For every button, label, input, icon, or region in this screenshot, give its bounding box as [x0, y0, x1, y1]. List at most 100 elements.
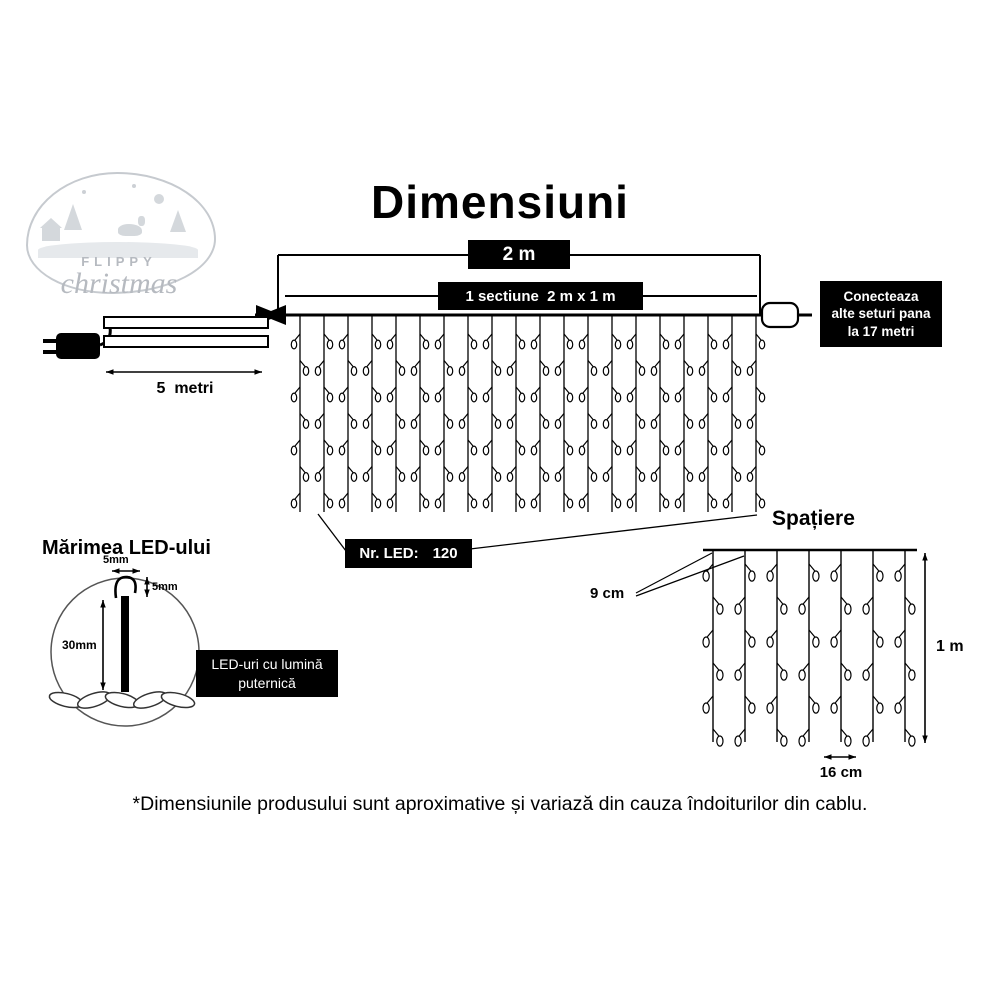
led-bulb [422, 445, 430, 456]
led-bulb [422, 498, 430, 509]
led-stem [534, 439, 541, 447]
led-bulb [410, 366, 418, 377]
twisted-cable [160, 691, 196, 709]
led-stem [515, 492, 522, 500]
led-stem [438, 492, 445, 500]
led-bulb [446, 419, 454, 430]
led-bulb [798, 669, 806, 681]
led-bulb [686, 419, 694, 430]
led-bulb [410, 472, 418, 483]
led-note-box: LED-uri cu lumină puternică [196, 650, 338, 697]
led-stem [587, 466, 594, 473]
led-bulb [830, 636, 838, 648]
led-bulb [434, 392, 442, 403]
led-bulb [638, 419, 646, 430]
led-bulb [746, 472, 754, 483]
led-stem [419, 492, 426, 500]
led-stem [347, 466, 354, 473]
plug-prong [43, 339, 56, 343]
led-bulb [398, 419, 406, 430]
gap-pointer [635, 552, 713, 594]
led-stem [802, 596, 810, 605]
led-stem [683, 360, 690, 367]
led-bulb [662, 392, 670, 403]
led-bulb [734, 419, 742, 430]
led-bulb [746, 366, 754, 377]
led-bulb [844, 669, 852, 681]
section-dimension-label: 1 sectiune 2 m x 1 m [465, 287, 616, 305]
arrowhead [848, 754, 856, 760]
led-stem [486, 333, 493, 341]
led-stem [582, 333, 589, 341]
led-bulb [710, 498, 718, 509]
led-stem [866, 596, 874, 605]
led-stem [318, 413, 325, 420]
led-stem [395, 360, 402, 367]
led-stem [294, 333, 301, 341]
led-stem [414, 466, 421, 473]
led-stem [491, 413, 498, 420]
led-stem [462, 413, 469, 420]
led-stem [678, 386, 685, 394]
led-bulb [518, 498, 526, 509]
led-bulb [602, 419, 610, 430]
led-body [121, 596, 129, 692]
led-stem [606, 360, 613, 367]
led-bulb [398, 472, 406, 483]
hook-height-label: 5mm [152, 581, 178, 593]
led-stem [755, 439, 762, 447]
led-bulb [702, 636, 710, 648]
led-bulb [542, 419, 550, 430]
led-stem [347, 360, 354, 367]
led-bulb [506, 472, 514, 483]
moon-icon [154, 194, 164, 204]
led-bulb [798, 603, 806, 615]
led-bulb [530, 445, 538, 456]
led-bulb [338, 392, 346, 403]
led-stem [395, 413, 402, 420]
led-stem [414, 413, 421, 420]
led-stem [299, 413, 306, 420]
led-stem [712, 596, 720, 605]
led-bulb [722, 445, 730, 456]
led-stem [371, 492, 378, 500]
led-bulb [590, 366, 598, 377]
led-bulb [314, 419, 322, 430]
led-bulb [326, 445, 334, 456]
logo-brand-top: FLIPPY [81, 254, 157, 269]
led-bulb [710, 339, 718, 350]
led-stem [558, 360, 565, 367]
led-stem [678, 333, 685, 341]
led-stem [558, 466, 565, 473]
led-bulb [386, 498, 394, 509]
led-stem [808, 695, 816, 704]
end-connector [760, 301, 800, 329]
led-bulb [350, 419, 358, 430]
led-stem [294, 386, 301, 394]
led-note-line: LED-uri cu lumină [211, 655, 323, 672]
led-bulb [650, 472, 658, 483]
led-bulb [290, 392, 298, 403]
led-stem [707, 333, 714, 341]
led-bulb [876, 570, 884, 582]
led-count-pointer [469, 514, 758, 550]
led-stem [323, 439, 330, 447]
arrowhead [254, 369, 262, 375]
led-bulb [302, 419, 310, 430]
led-bulb [590, 419, 598, 430]
led-bulb [578, 445, 586, 456]
led-stem [467, 333, 474, 341]
led-stem [776, 662, 784, 671]
led-stem [755, 386, 762, 394]
led-bulb [698, 419, 706, 430]
arrowhead [922, 553, 928, 561]
width-dimension-box: 2 m [468, 240, 570, 269]
led-bulb [518, 339, 526, 350]
arrowhead [922, 735, 928, 743]
led-stem [534, 333, 541, 341]
led-stem [611, 386, 618, 394]
led-bulb [458, 419, 466, 430]
led-stem [904, 728, 912, 737]
led-stem [371, 333, 378, 341]
led-bulb [758, 445, 766, 456]
